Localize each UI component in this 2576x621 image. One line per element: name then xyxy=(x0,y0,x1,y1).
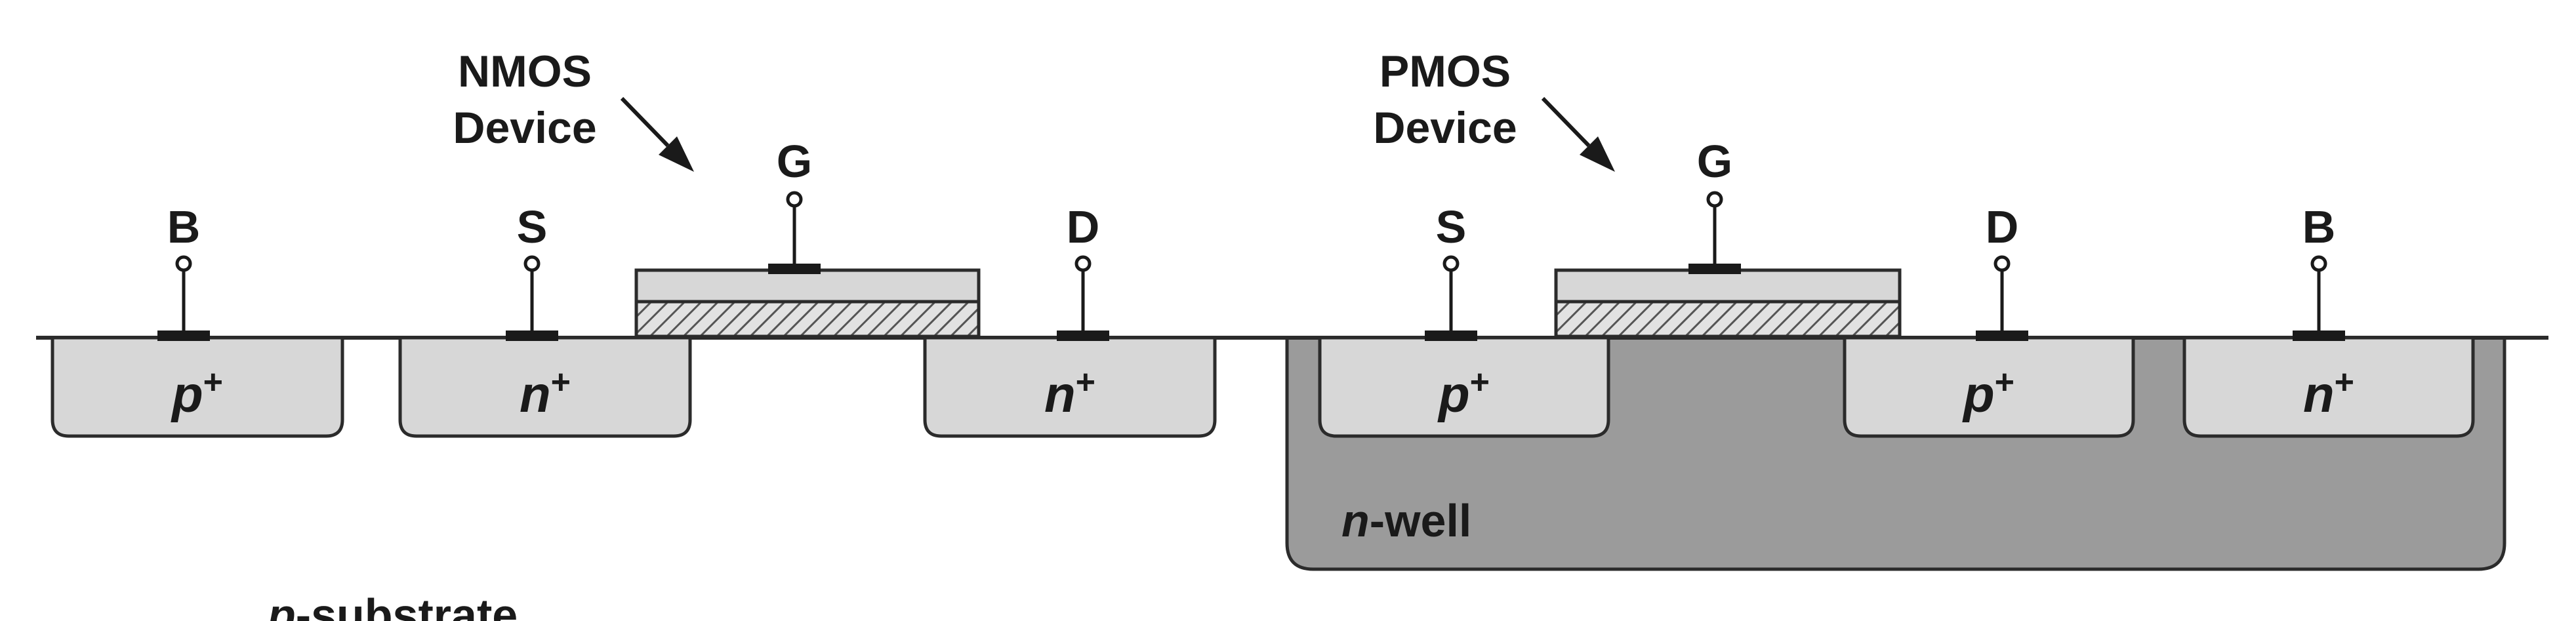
terminal-node xyxy=(1993,255,2011,272)
pmos-gate-poly xyxy=(1554,268,1902,304)
pmos-title-line1: PMOS xyxy=(1380,47,1511,96)
nmos-body-terminal xyxy=(157,255,210,341)
pmos-source-terminal xyxy=(1425,255,1477,341)
pmos-title-line2: Device xyxy=(1373,103,1517,153)
nmos-gate-terminal-label: G xyxy=(777,136,812,187)
pmos-body-n-plus-region xyxy=(2182,336,2475,438)
pmos-body-terminal-label: B xyxy=(2302,201,2336,252)
nmos-gate-poly xyxy=(634,268,981,304)
nmos-body-region-label: p+ xyxy=(171,363,223,423)
nmos-source-region-label: n+ xyxy=(520,363,571,423)
terminal-node xyxy=(523,255,541,272)
pmos-gate-terminal xyxy=(1688,191,1741,274)
nmos-title-line2: Device xyxy=(453,103,596,153)
pmos-body-region-label: n+ xyxy=(2303,363,2354,423)
contact-pad xyxy=(2293,331,2345,341)
nmos-drain-n-plus-region xyxy=(923,336,1217,438)
contact-pad xyxy=(1057,331,1109,341)
nmos-source-terminal-label: S xyxy=(517,201,548,252)
pmos-drain-region-label: p+ xyxy=(1962,363,2014,423)
n-well-label: n-well xyxy=(1341,495,1471,546)
nmos-drain-region-label: n+ xyxy=(1044,363,1095,423)
pmos-drain-p-plus-region xyxy=(1843,336,2135,438)
nmos-drain-terminal-label: D xyxy=(1067,201,1100,252)
terminal-node xyxy=(175,255,192,272)
terminal-node xyxy=(1706,191,1723,208)
nmos-title-line1: NMOS xyxy=(458,47,592,96)
contact-pad xyxy=(1976,331,2028,341)
p-substrate-label: p-substrate xyxy=(266,590,518,621)
nmos-drain-terminal xyxy=(1057,255,1109,341)
nmos-gate-stack xyxy=(634,268,981,338)
contact-pad xyxy=(1688,264,1741,274)
pmos-gate-oxide xyxy=(1554,300,1902,338)
contact-pad xyxy=(768,264,821,274)
contact-pad xyxy=(1425,331,1477,341)
nmos-body-terminal-label: B xyxy=(167,201,201,252)
contact-pad xyxy=(506,331,558,341)
pmos-source-p-plus-region xyxy=(1318,336,1610,438)
pmos-pointer-arrow xyxy=(1541,96,1615,172)
pmos-drain-terminal-label: D xyxy=(1986,201,2019,252)
pmos-gate-terminal-label: G xyxy=(1697,136,1732,187)
pmos-body-terminal xyxy=(2293,255,2345,341)
contact-pad xyxy=(157,331,210,341)
nmos-body-p-plus-region xyxy=(51,336,344,438)
pmos-source-terminal-label: S xyxy=(1436,201,1467,252)
nmos-source-terminal xyxy=(506,255,558,341)
pmos-drain-terminal xyxy=(1976,255,2028,341)
nmos-gate-oxide xyxy=(634,300,981,338)
nmos-pointer-arrow xyxy=(620,96,694,172)
terminal-node xyxy=(2310,255,2327,272)
pmos-source-region-label: p+ xyxy=(1437,363,1490,423)
terminal-node xyxy=(1074,255,1092,272)
nmos-source-n-plus-region xyxy=(398,336,692,438)
pmos-gate-stack xyxy=(1554,268,1902,338)
nmos-gate-terminal xyxy=(768,191,821,274)
terminal-node xyxy=(1442,255,1460,272)
terminal-node xyxy=(786,191,803,208)
